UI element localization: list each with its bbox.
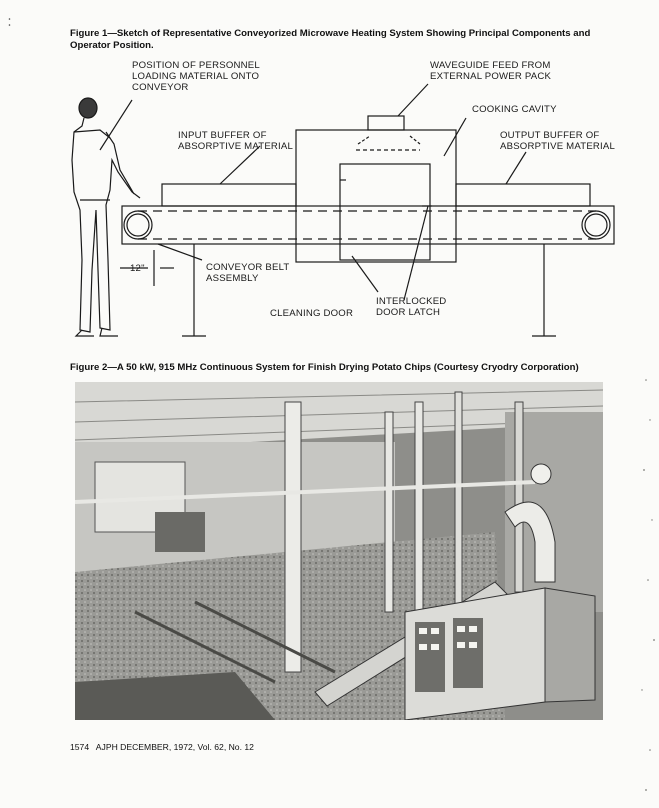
label-interlocked-latch: INTERLOCKED DOOR LATCH <box>376 296 447 318</box>
label-input-buffer: INPUT BUFFER OF ABSORPTIVE MATERIAL <box>178 130 294 152</box>
label-output-buffer: OUTPUT BUFFER OF ABSORPTIVE MATERIAL <box>500 130 616 152</box>
label-cleaning-door: CLEANING DOOR <box>270 308 354 319</box>
margin-mark <box>8 14 11 26</box>
scan-edge-noise <box>606 360 659 803</box>
label-personnel: POSITION OF PERSONNEL LOADING MATERIAL O… <box>132 60 260 93</box>
label-waveguide: WAVEGUIDE FEED FROM EXTERNAL POWER PACK <box>430 60 552 82</box>
figure-2-photograph <box>75 382 603 720</box>
label-conveyor-belt: CONVEYOR BELT ASSEMBLY <box>206 262 290 284</box>
conveyor-system-sketch <box>71 83 615 337</box>
factory-photo <box>75 382 603 720</box>
page-footer: 1574 AJPH DECEMBER, 1972, Vol. 62, No. 1… <box>70 742 254 752</box>
label-cooking-cavity: COOKING CAVITY <box>472 104 557 115</box>
label-dimension: 12" <box>130 263 145 274</box>
operator-figure <box>71 97 141 337</box>
figure-2-caption: Figure 2—A 50 kW, 915 MHz Continuous Sys… <box>70 362 579 373</box>
figure-1-diagram: POSITION OF PERSONNEL LOADING MATERIAL O… <box>60 60 620 350</box>
figure-1-caption: Figure 1—Sketch of Representative Convey… <box>70 28 591 51</box>
